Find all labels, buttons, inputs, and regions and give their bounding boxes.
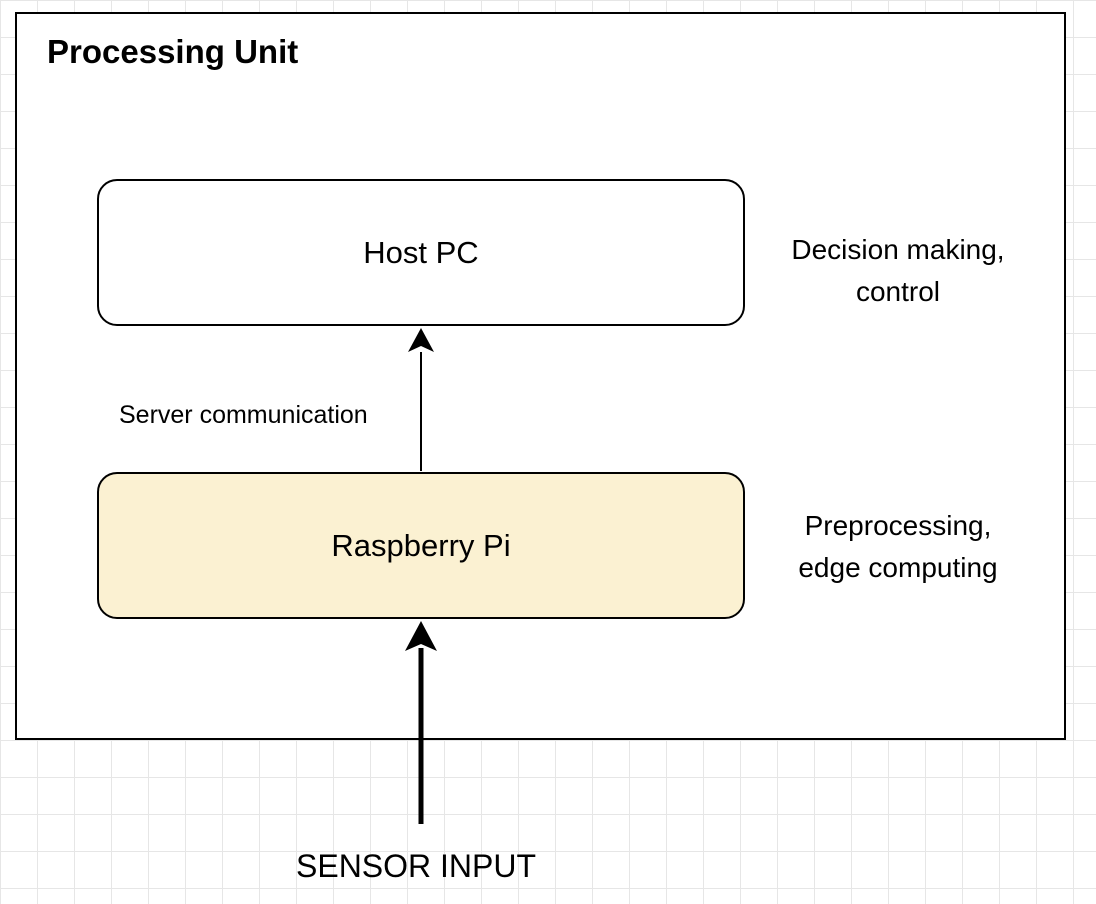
raspberry-pi-role-line-1: Preprocessing, — [804, 510, 992, 541]
host-pc-label: Host PC — [363, 234, 479, 270]
raspberry-pi-role-note: Preprocessing, edge computing — [768, 505, 1028, 589]
raspberry-pi-label: Raspberry Pi — [331, 527, 511, 563]
processing-unit-title: Processing Unit — [47, 33, 299, 70]
raspberry-pi-role-line-2: edge computing — [798, 552, 998, 583]
sensor-input-label: SENSOR INPUT — [296, 848, 537, 884]
host-pc-role-line-1: Decision making, — [791, 234, 1005, 265]
server-communication-arrowhead — [408, 328, 434, 352]
host-pc-node[interactable]: Host PC — [97, 179, 745, 326]
server-communication-label: Server communication — [119, 400, 368, 430]
host-pc-role-note: Decision making, control — [768, 229, 1028, 313]
raspberry-pi-node[interactable]: Raspberry Pi — [97, 472, 745, 619]
sensor-input-arrowhead — [405, 621, 437, 651]
host-pc-role-line-2: control — [855, 276, 941, 307]
